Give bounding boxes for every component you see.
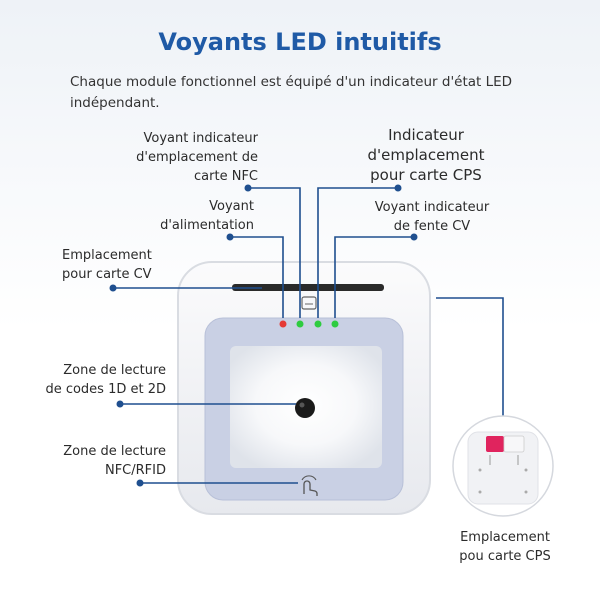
cps-slot-inset (452, 415, 554, 517)
cps-led (314, 320, 322, 328)
power-led (279, 320, 287, 328)
label-barcode-zone: Zone de lecture de codes 1D et 2D (45, 363, 166, 397)
cv-led (331, 320, 339, 328)
nfc-card-icon (301, 296, 317, 310)
label-nfc-zone: Zone de lecture NFC/RFID (63, 444, 166, 478)
nfc-led (296, 320, 304, 328)
camera-icon (295, 398, 315, 418)
nfc-touch-icon (301, 475, 318, 496)
label-cps-slot: Emplacement pou carte CPS (459, 530, 551, 564)
label-power: Voyant d'alimentation (160, 199, 254, 233)
label-cv-indicator: Voyant indicateur de fente CV (374, 200, 490, 234)
label-cv-slot: Emplacement pour carte CV (62, 248, 152, 282)
page-subtitle: Chaque module fonctionnel est équipé d'u… (70, 74, 513, 111)
page-title: Voyants LED intuitifs (158, 28, 442, 56)
label-cps-indicator: Indicateur d'emplacement pour carte CPS (367, 126, 485, 184)
label-nfc-indicator: Voyant indicateur d'emplacement de carte… (136, 131, 258, 184)
cv-card-slot (232, 284, 384, 291)
